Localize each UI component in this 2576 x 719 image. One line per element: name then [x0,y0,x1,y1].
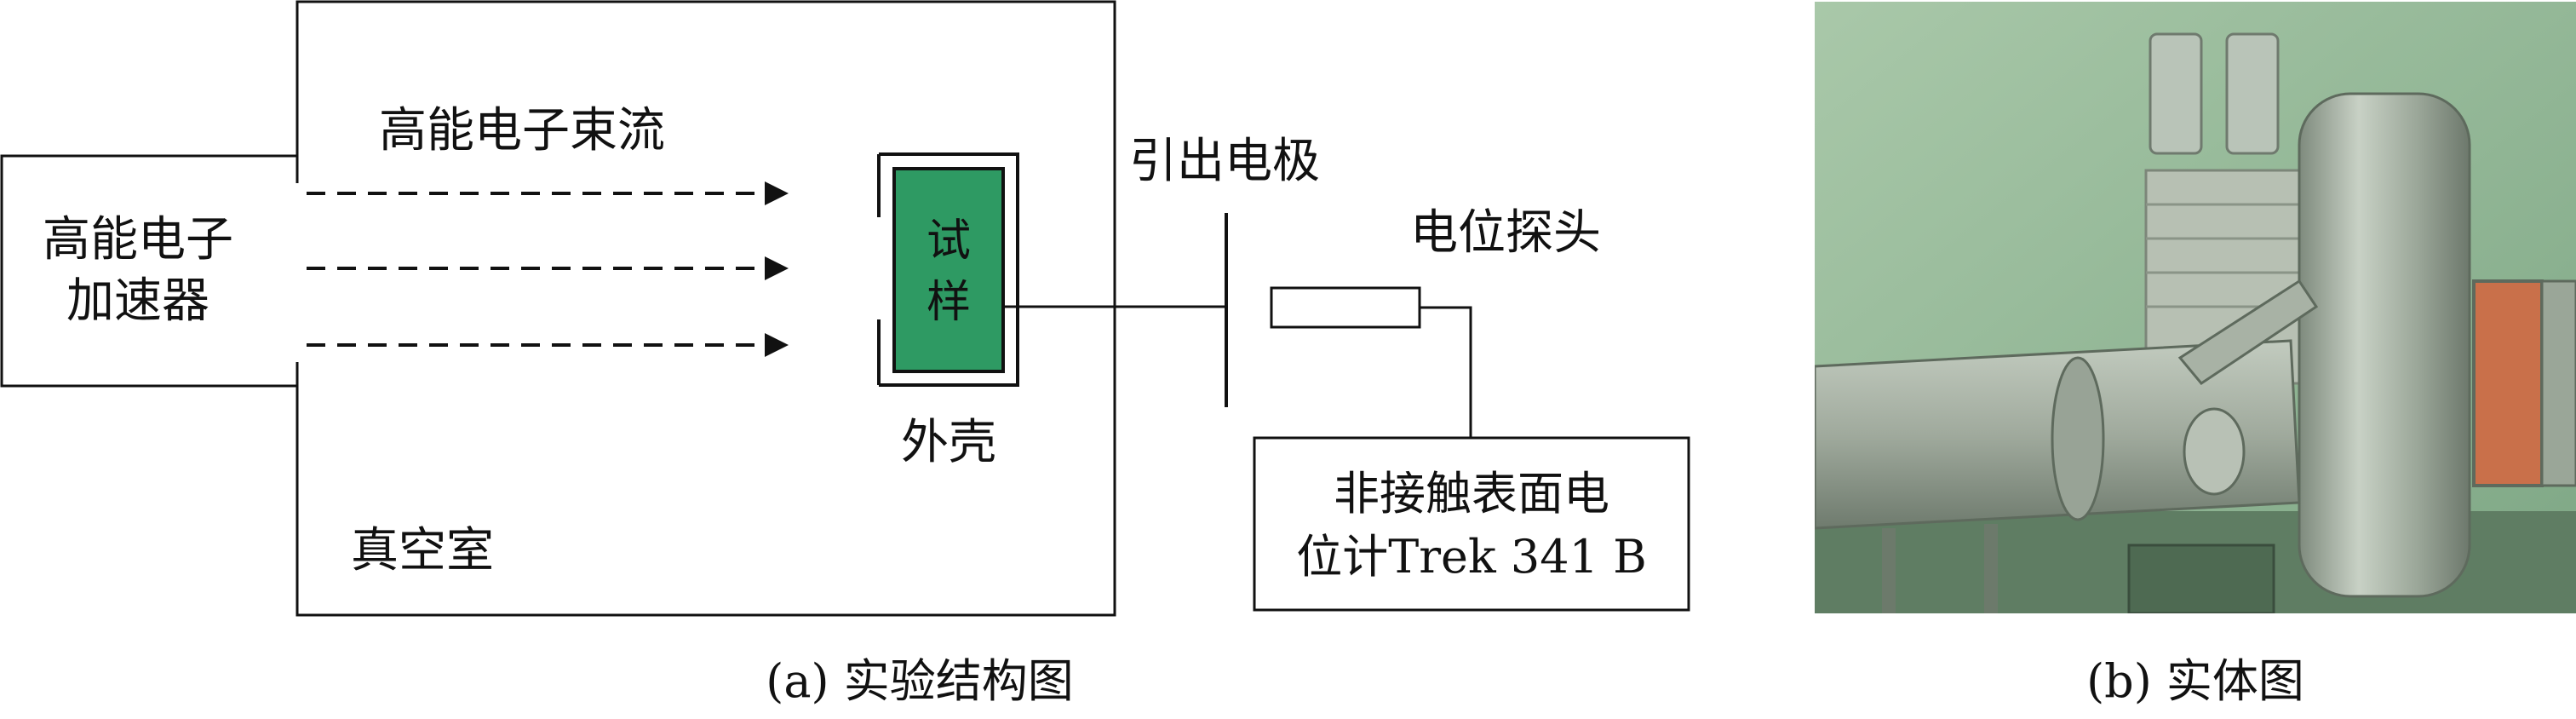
sample-label-line1: 试 [927,216,971,267]
photo-table [2127,544,2275,613]
equipment-photo: (b) 实体图 [1815,2,2576,708]
beam-arrowhead-2 [765,256,789,280]
sample-block [892,167,1005,373]
caption-a: (a) 实验结构图 [766,654,1074,708]
probe-cable [1420,306,1472,438]
photo-pump-left [2149,32,2203,155]
probe-label: 电位探头 [1410,205,1601,261]
shell-bracket [879,152,1019,387]
chamber-label: 真空室 [351,523,494,578]
accelerator-label-line2: 加速器 [66,273,209,329]
sample-label-line2: 样 [927,277,971,328]
photo-viewport [2472,279,2544,487]
photo-pump-right [2225,32,2280,155]
meter-label-line1: 非接触表面电 [1334,467,1609,521]
beam-label: 高能电子束流 [379,103,665,158]
photo-vacuum-tank [2298,92,2471,598]
accelerator-label-line1: 高能电子 [43,212,233,267]
potential-probe [1270,286,1421,329]
beam-arrowhead-1 [765,181,789,205]
shell-label: 外壳 [901,415,996,470]
structure-diagram: 高能电子 加速器 高能电子束流 试 样 外壳 真空室 引出电极 [0,0,1690,708]
meter-label-line2: 位计Trek 341 B [1296,530,1647,584]
beam-arrowhead-3 [765,333,789,357]
electrode-label: 引出电极 [1129,134,1320,189]
beam-arrows [307,181,789,357]
accelerator-box [0,154,299,388]
caption-b: (b) 实体图 [2086,654,2304,708]
surface-potential-meter [1253,436,1690,612]
